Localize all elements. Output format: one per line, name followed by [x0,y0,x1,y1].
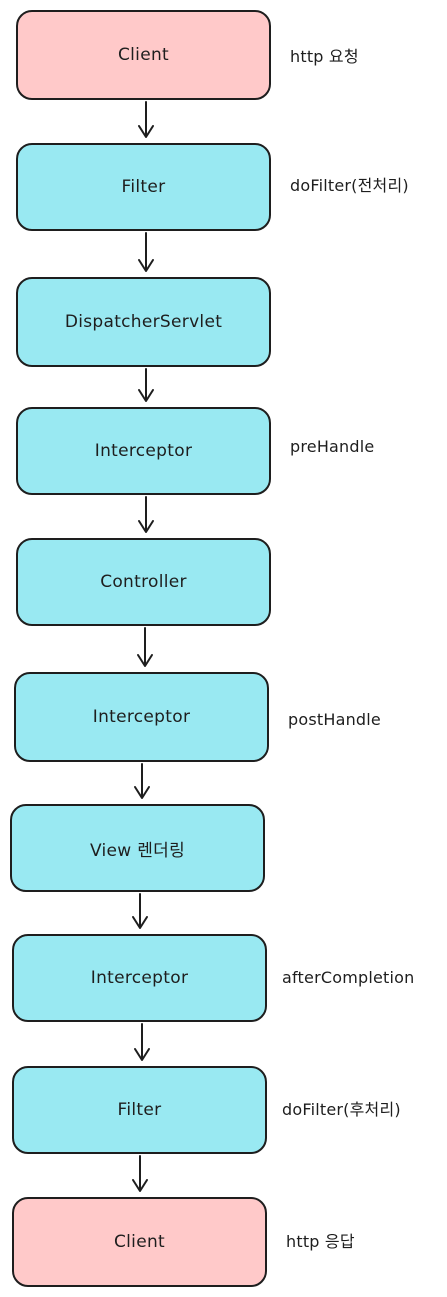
client-response-box: Client [12,1197,267,1287]
arrow-filter-to-dispatcher [138,232,154,272]
filter-pre-box: Filter [16,143,271,231]
view-rendering-label: View 렌더링 [89,840,186,861]
note-dofilter-post: doFilter(후처리) [282,1100,401,1119]
controller-label: Controller [100,572,187,592]
controller-box: Controller [16,538,271,626]
dispatcher-servlet-label: DispatcherServlet [64,312,223,332]
arrow-client-to-filter [138,101,154,138]
arrow-interceptor-to-view [134,763,150,799]
interceptor-prehandle-box: Interceptor [16,407,271,495]
filter-post-label: Filter [117,1100,162,1120]
interceptor-aftercompletion-label: Interceptor [90,968,189,988]
arrow-filter-to-client [132,1155,148,1192]
note-http-request: http 요청 [290,47,359,66]
note-aftercompletion: afterCompletion [282,968,415,987]
dispatcher-servlet-box: DispatcherServlet [16,277,271,367]
interceptor-aftercompletion-box: Interceptor [12,934,267,1022]
arrow-interceptor-to-controller [138,496,154,533]
client-request-box: Client [16,10,271,100]
arrow-controller-to-interceptor [137,627,153,667]
client-request-label: Client [117,45,169,65]
view-rendering-box: View 렌더링 [10,804,265,892]
note-dofilter-pre: doFilter(전처리) [290,176,409,195]
note-posthandle: postHandle [288,710,381,729]
arrow-view-to-interceptor [132,893,148,929]
filter-pre-label: Filter [121,177,166,197]
interceptor-posthandle-label: Interceptor [92,707,191,727]
note-http-response: http 응답 [286,1232,355,1251]
interceptor-prehandle-label: Interceptor [94,441,193,461]
note-prehandle: preHandle [290,437,375,456]
arrow-interceptor-to-filter [134,1023,150,1061]
filter-post-box: Filter [12,1066,267,1154]
arrow-dispatcher-to-interceptor [138,368,154,402]
interceptor-posthandle-box: Interceptor [14,672,269,762]
client-response-label: Client [113,1232,165,1252]
